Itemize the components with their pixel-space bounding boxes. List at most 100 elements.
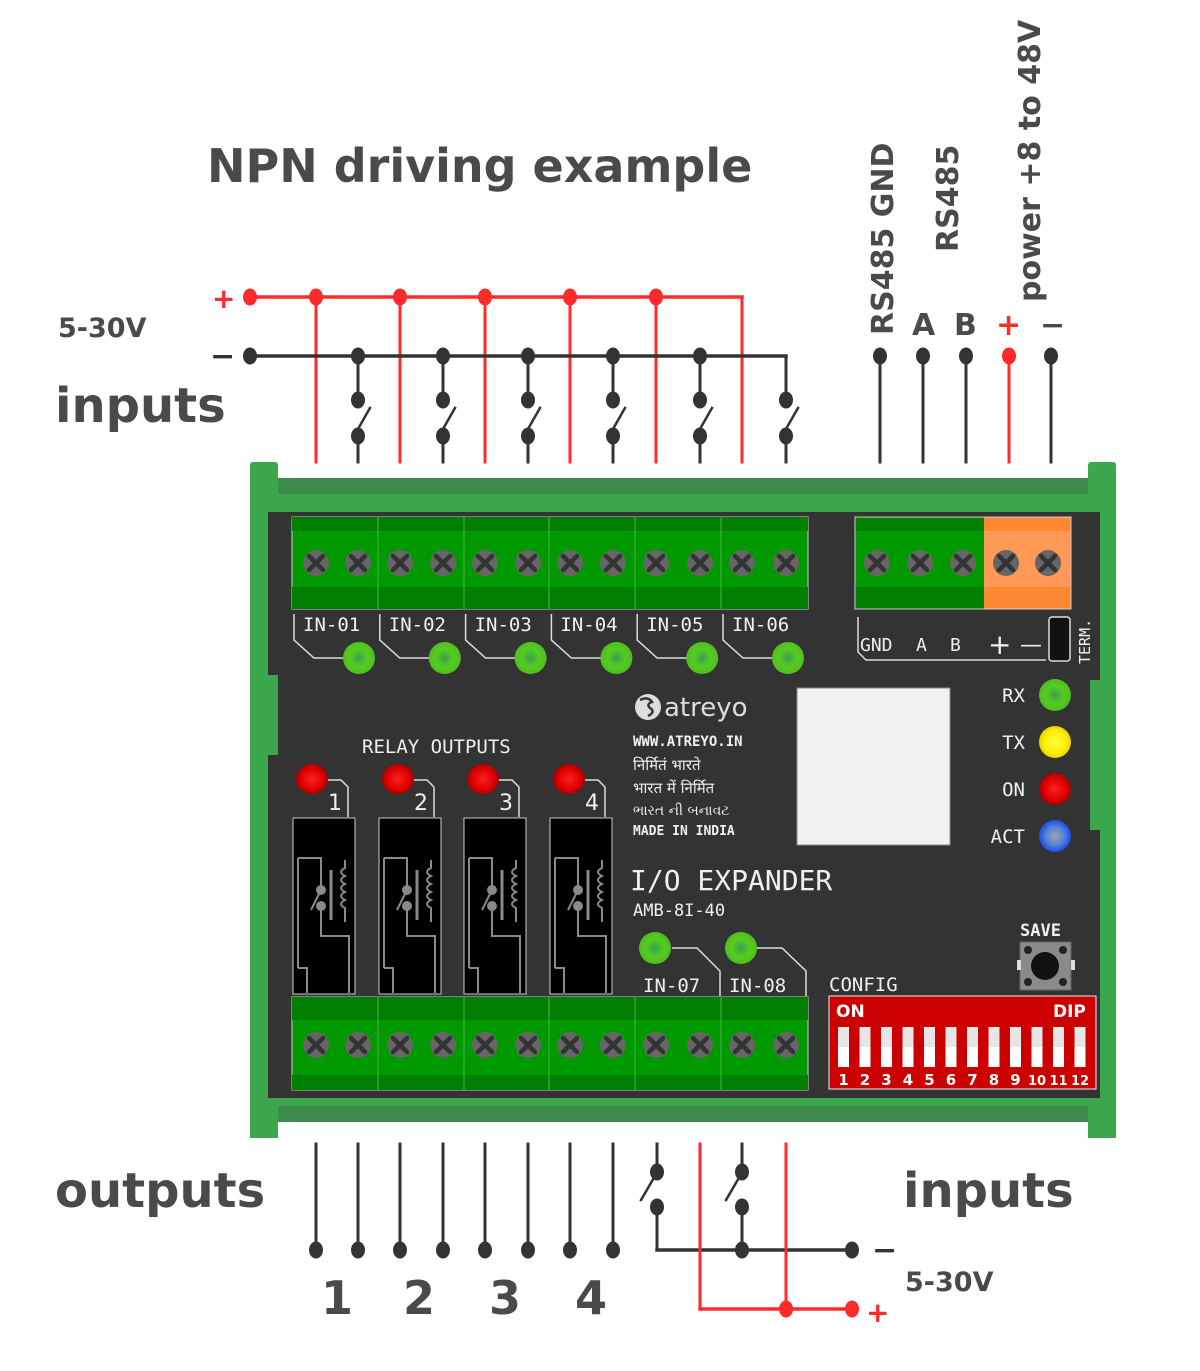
- dip-switch-7[interactable]: 7: [967, 1027, 978, 1089]
- save-button-cap[interactable]: [1031, 952, 1059, 980]
- input-trace: [293, 614, 347, 659]
- tagline-sanskrit: निर्मितं भारते: [633, 756, 701, 774]
- screw-terminal[interactable]: [729, 550, 755, 576]
- terminal-plus-label: +: [988, 628, 1011, 661]
- relay-led-1: [296, 764, 328, 794]
- input-trace: [464, 614, 519, 659]
- dip-switch-9[interactable]: 9: [1010, 1027, 1021, 1089]
- screw-terminal[interactable]: [472, 550, 498, 576]
- input-trace: [722, 614, 776, 659]
- dip-switch-10[interactable]: 10: [1028, 1027, 1046, 1089]
- screw-terminal[interactable]: [600, 1032, 626, 1058]
- switch-contact: [521, 391, 535, 409]
- screw-terminal[interactable]: [345, 550, 371, 576]
- input-label-3: IN-03: [475, 614, 532, 636]
- screw-terminal[interactable]: [345, 1032, 371, 1058]
- dip-switch-1[interactable]: 1: [838, 1027, 849, 1089]
- dip-slot: [1010, 1027, 1021, 1047]
- screw-terminal[interactable]: [430, 550, 456, 576]
- dip-switch-6[interactable]: 6: [945, 1027, 957, 1089]
- label-in-08: IN-08: [729, 975, 786, 997]
- dip-switch-11[interactable]: 11: [1049, 1027, 1068, 1089]
- relay-1: [292, 817, 356, 995]
- switch-lever: [522, 406, 542, 438]
- screw-terminal[interactable]: [993, 550, 1019, 576]
- relay-number-2: 2: [414, 791, 428, 816]
- dip-switch-5[interactable]: 5: [924, 1027, 935, 1089]
- tagline-gujarati: ભારત ની બનાવટ: [633, 803, 729, 819]
- screw-terminal[interactable]: [687, 550, 713, 576]
- switch-lever: [639, 1174, 657, 1202]
- dip-toggle[interactable]: [859, 1047, 871, 1067]
- dip-slot: [902, 1027, 914, 1047]
- output-terminal-dot: [563, 1241, 577, 1259]
- dip-toggle[interactable]: [902, 1047, 914, 1067]
- input-label-6: IN-06: [732, 614, 789, 636]
- dip-toggle[interactable]: [988, 1047, 1000, 1067]
- dip-number-5: 5: [924, 1071, 934, 1089]
- led-in-03: [514, 642, 547, 674]
- dip-slot: [881, 1027, 892, 1047]
- relay-led-2: [382, 764, 414, 794]
- screw-terminal[interactable]: [643, 550, 669, 576]
- dip-switch-2[interactable]: 2: [859, 1027, 871, 1089]
- switch-lever: [352, 406, 372, 438]
- dip-toggle[interactable]: [1031, 1047, 1043, 1067]
- screw-terminal[interactable]: [600, 550, 626, 576]
- switch-contact: [735, 1163, 749, 1181]
- dip-toggle[interactable]: [945, 1047, 957, 1067]
- output-number-1: 1: [321, 1271, 353, 1325]
- termination-jumper[interactable]: [1048, 616, 1071, 662]
- top-positive-sign: +: [212, 282, 235, 315]
- dip-toggle[interactable]: [1010, 1047, 1021, 1067]
- screw-terminal[interactable]: [864, 550, 890, 576]
- switch-contact: [351, 391, 365, 409]
- dip-toggle[interactable]: [1053, 1047, 1064, 1067]
- dip-on-label: ON: [836, 1002, 865, 1022]
- input-trace: [379, 614, 433, 659]
- dip-switch-3[interactable]: 3: [881, 1027, 892, 1089]
- screw-terminal[interactable]: [1035, 550, 1061, 576]
- dip-number-6: 6: [946, 1071, 956, 1089]
- screw-terminal[interactable]: [950, 550, 976, 576]
- screw-terminal[interactable]: [557, 1032, 583, 1058]
- screw-terminal[interactable]: [303, 550, 329, 576]
- atreyo-logo-icon: [635, 694, 661, 720]
- dip-switch-8[interactable]: 8: [988, 1027, 1000, 1089]
- relay-trace: [409, 779, 435, 817]
- screw-terminal[interactable]: [773, 1032, 799, 1058]
- input-label-1: IN-01: [303, 614, 360, 636]
- screw-terminal[interactable]: [687, 1032, 713, 1058]
- screw-terminal[interactable]: [643, 1032, 669, 1058]
- screw-terminal[interactable]: [729, 1032, 755, 1058]
- switch-contact: [436, 391, 450, 409]
- dip-toggle[interactable]: [924, 1047, 935, 1067]
- config-label: CONFIG: [829, 974, 898, 996]
- power-plus-label: +: [996, 308, 1021, 343]
- save-label: SAVE: [1020, 921, 1061, 941]
- screw-terminal[interactable]: [907, 550, 933, 576]
- save-button[interactable]: SAVE: [1017, 921, 1075, 991]
- screw-terminal[interactable]: [387, 1032, 413, 1058]
- dip-slot: [945, 1027, 957, 1047]
- screw-terminal[interactable]: [430, 1032, 456, 1058]
- dip-toggle[interactable]: [881, 1047, 892, 1067]
- diagram-title: NPN driving example: [207, 139, 752, 193]
- screw-terminal[interactable]: [515, 1032, 541, 1058]
- dip-toggle[interactable]: [838, 1047, 849, 1067]
- screw-terminal[interactable]: [303, 1032, 329, 1058]
- dip-toggle[interactable]: [1074, 1047, 1086, 1067]
- dip-switch-12[interactable]: 12: [1071, 1027, 1089, 1089]
- screw-terminal[interactable]: [472, 1032, 498, 1058]
- screw-terminal[interactable]: [515, 550, 541, 576]
- dip-toggle[interactable]: [967, 1047, 978, 1067]
- dip-switch-4[interactable]: 4: [902, 1027, 914, 1089]
- switch-contact: [606, 391, 620, 409]
- screw-terminal[interactable]: [773, 550, 799, 576]
- output-terminal-dot: [436, 1241, 450, 1259]
- screw-terminal[interactable]: [557, 550, 583, 576]
- screw-terminal[interactable]: [387, 550, 413, 576]
